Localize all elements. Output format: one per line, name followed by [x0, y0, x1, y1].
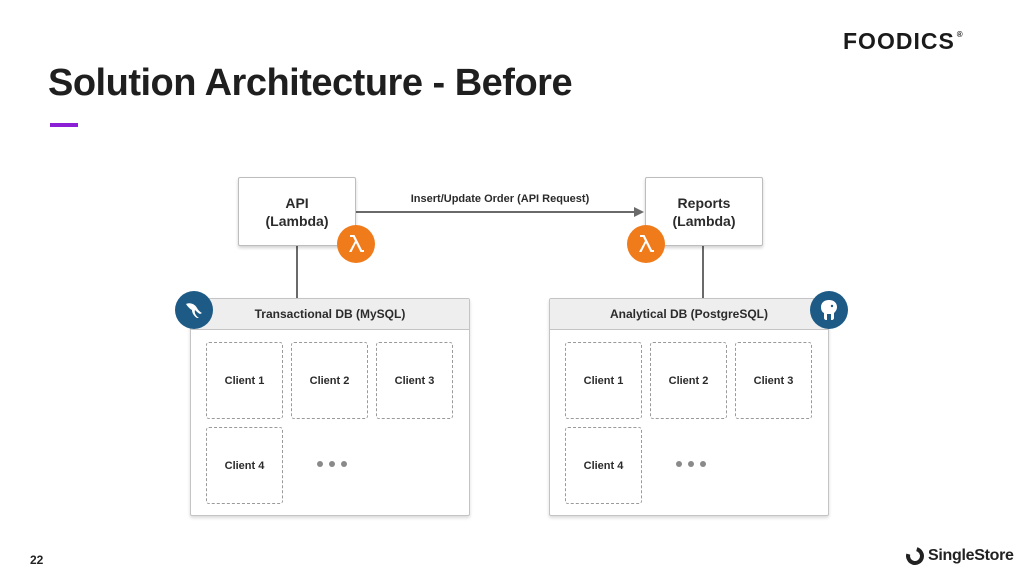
singlestore-logo: SingleStore: [902, 543, 1014, 569]
lambda-icon: [627, 225, 665, 263]
client-box: Client 2: [291, 342, 368, 419]
db-panel-title: Transactional DB (MySQL): [191, 299, 469, 330]
ellipsis: [317, 461, 347, 467]
mysql-dolphin-icon: [175, 291, 213, 329]
api-box-subtitle: (Lambda): [265, 212, 329, 229]
title-underline: [50, 123, 78, 127]
foodics-logo-text: FOODICS: [843, 28, 955, 54]
db-panel-title: Analytical DB (PostgreSQL): [550, 299, 828, 330]
client-box: Client 4: [565, 427, 642, 504]
api-box-title: API: [285, 194, 309, 211]
analytical-db-panel: Analytical DB (PostgreSQL) Client 1 Clie…: [549, 298, 829, 516]
reports-lambda-box: Reports (Lambda): [645, 177, 763, 246]
api-lambda-box: API (Lambda): [238, 177, 356, 246]
slide-title: Solution Architecture - Before: [48, 62, 573, 104]
reports-box-subtitle: (Lambda): [672, 212, 736, 229]
page-number: 22: [30, 553, 44, 567]
reports-box-title: Reports: [677, 194, 731, 211]
singlestore-mark-icon: [902, 543, 928, 569]
lambda-icon: [337, 225, 375, 263]
client-box: Client 3: [376, 342, 453, 419]
ellipsis: [676, 461, 706, 467]
client-box: Client 1: [565, 342, 642, 419]
singlestore-logo-text: SingleStore: [928, 547, 1014, 564]
client-box: Client 2: [650, 342, 727, 419]
registered-mark: ®: [956, 30, 964, 39]
client-box: Client 1: [206, 342, 283, 419]
transactional-db-panel: Transactional DB (MySQL) Client 1 Client…: [190, 298, 470, 516]
client-box: Client 3: [735, 342, 812, 419]
foodics-logo: FOODICS®: [843, 28, 964, 55]
client-box: Client 4: [206, 427, 283, 504]
postgresql-elephant-icon: [810, 291, 848, 329]
arrow-label: Insert/Update Order (API Request): [410, 193, 590, 205]
